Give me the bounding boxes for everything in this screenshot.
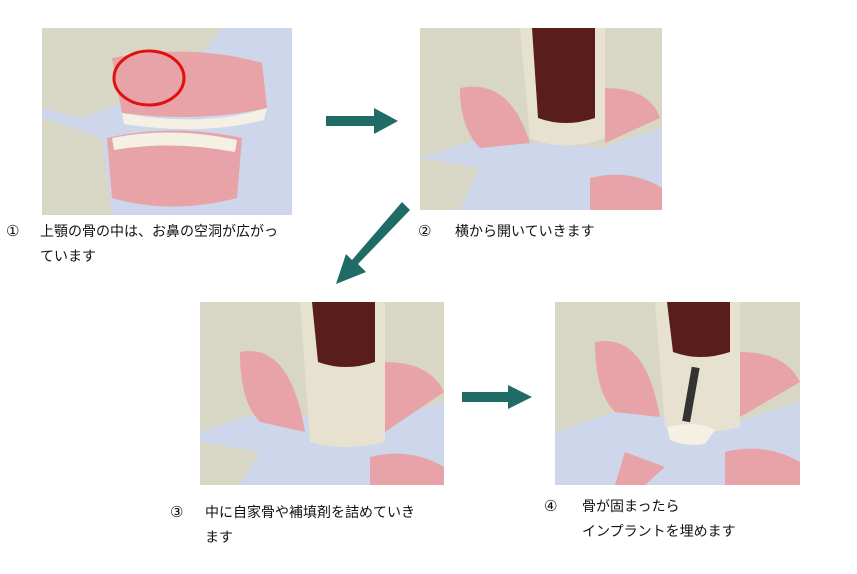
caption-line: ています: [40, 249, 96, 265]
right-arrow-icon: [326, 108, 398, 138]
step4-number: ④: [544, 497, 558, 515]
step4-caption: 骨が固まったら インプラントを埋めます: [582, 495, 736, 545]
step2-number: ②: [418, 222, 432, 240]
caption-line: 上顎の骨の中は、お鼻の空洞が広がっ: [40, 224, 278, 240]
step1-number: ①: [6, 222, 20, 240]
caption-line: ます: [205, 530, 233, 546]
step3-image: [200, 302, 444, 485]
caption-line: 横から開いていきます: [455, 224, 595, 240]
step3-caption: 中に自家骨や補填剤を詰めていき ます: [205, 501, 415, 551]
caption-line: インプラントを埋めます: [582, 524, 736, 540]
step3-number: ③: [170, 503, 184, 521]
caption-line: 骨が固まったら: [582, 499, 680, 515]
step2-caption: 横から開いていきます: [455, 220, 595, 245]
step4-image: [555, 302, 800, 485]
step1-caption: 上顎の骨の中は、お鼻の空洞が広がっ ています: [40, 220, 278, 270]
diagonal-arrow-icon: [336, 202, 410, 288]
right-arrow-icon: [462, 385, 532, 413]
caption-line: 中に自家骨や補填剤を詰めていき: [205, 505, 415, 521]
step2-image: [420, 28, 662, 210]
step1-image: [42, 28, 292, 215]
